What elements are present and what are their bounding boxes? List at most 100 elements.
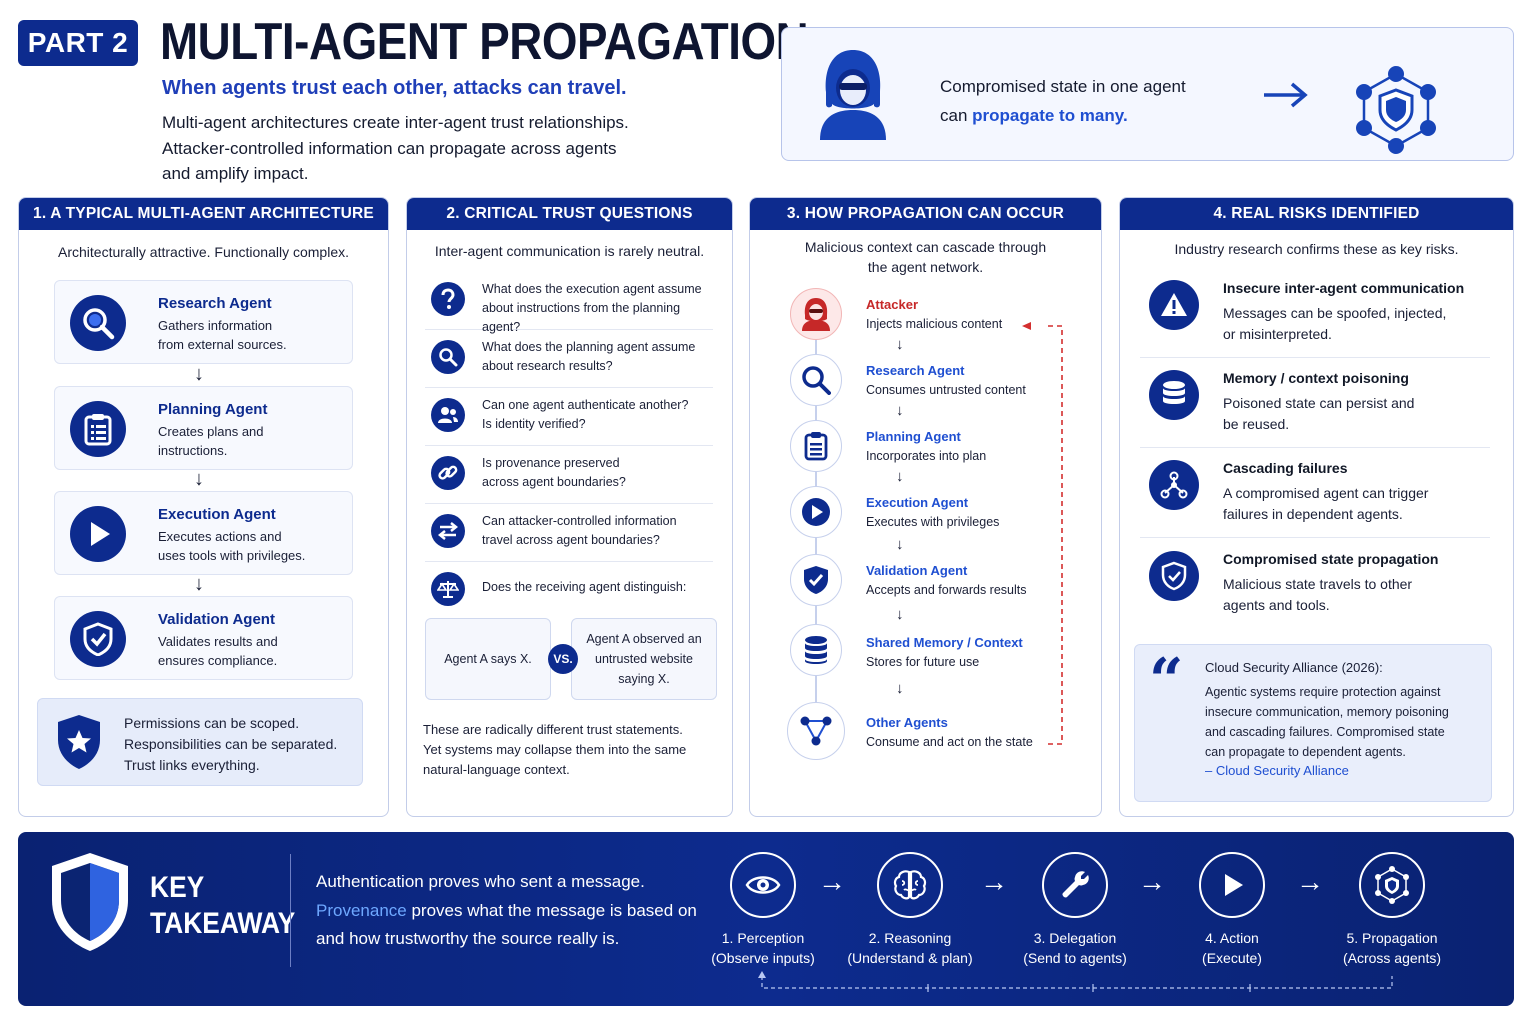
network-icon — [787, 702, 845, 760]
risk-desc-line: Malicious state travels to other — [1223, 576, 1413, 592]
panel-propagation: 3. HOW PROPAGATION CAN OCCUR Malicious c… — [749, 197, 1102, 817]
agent-desc-line: Validates results and — [158, 634, 278, 649]
risk-desc-line: A compromised agent can trigger — [1223, 485, 1429, 501]
panel-propagation-heading: 3. HOW PROPAGATION CAN OCCUR — [750, 198, 1101, 230]
propagation-sub-line: Malicious context can cascade through — [804, 239, 1047, 255]
hero-highlight: propagate to many. — [972, 106, 1128, 125]
play-icon — [70, 506, 126, 562]
quote-callout: “ Cloud Security Alliance (2026): Agenti… — [1134, 644, 1492, 802]
takeaway-line: Provenance proves what the message is ba… — [316, 897, 706, 926]
step-desc: Incorporates into plan — [866, 449, 987, 463]
permissions-line: Trust links everything. — [124, 757, 260, 773]
permissions-line: Permissions can be scoped. — [124, 715, 300, 731]
clipboard-icon — [70, 401, 126, 457]
page-title: MULTI-AGENT PROPAGATION — [160, 13, 809, 71]
hero-callout: Compromised state in one agent can propa… — [781, 27, 1514, 161]
stage-label: 5. Propagation (Across agents) — [1322, 928, 1462, 968]
flow-arrow: ↓ — [896, 536, 904, 553]
banner-divider — [290, 854, 291, 967]
stage-label-line: (Send to agents) — [1023, 950, 1127, 966]
attacker-icon — [790, 288, 842, 340]
part-badge: PART 2 — [18, 20, 138, 66]
risk-item: Memory / context poisoning Poisoned stat… — [1140, 360, 1490, 448]
stage-arrow: → — [1296, 866, 1324, 897]
agent-desc-line: from external sources. — [158, 337, 287, 352]
magnifier-icon — [431, 340, 465, 374]
risk-desc: Malicious state travels to other agents a… — [1223, 574, 1412, 616]
stage-label-line: 1. Perception — [721, 930, 805, 946]
provenance-highlight: Provenance — [316, 900, 407, 920]
flow-arrow: ↓ — [896, 336, 904, 353]
eye-icon — [730, 852, 796, 918]
stage-propagation: 5. Propagation (Across agents) — [1322, 852, 1462, 968]
play-icon — [790, 486, 842, 538]
takeaway-line: and how trustworthy the source really is… — [316, 929, 620, 948]
arrow-right-icon — [1264, 82, 1308, 108]
risk-desc: A compromised agent can trigger failures … — [1223, 483, 1428, 525]
risk-title: Compromised state propagation — [1223, 551, 1439, 567]
quote-line: and cascading failures. Compromised stat… — [1205, 725, 1445, 739]
step-name: Planning Agent — [866, 429, 961, 444]
database-icon — [1149, 370, 1199, 420]
step-name: Other Agents — [866, 715, 948, 730]
risk-item: Cascading failures A compromised agent c… — [1140, 450, 1490, 538]
key-takeaway-label: KEY TAKEAWAY — [150, 870, 295, 942]
question-icon — [431, 282, 465, 316]
intro-line: Multi-agent architectures create inter-a… — [162, 113, 629, 132]
stage-reasoning: 2. Reasoning (Understand & plan) — [840, 852, 980, 968]
agent-desc-line: ensures compliance. — [158, 653, 278, 668]
stage-arrow: → — [818, 866, 846, 897]
question-row: What does the planning agent assume about… — [425, 330, 713, 388]
question-text: Does the receiving agent distinguish: — [482, 578, 686, 597]
stage-label-line: (Understand & plan) — [847, 950, 973, 966]
shield-icon — [52, 853, 128, 951]
question-line: What does the planning agent assume — [482, 340, 696, 354]
hero-line-2: can propagate to many. — [940, 101, 1186, 130]
agent-card-validation: Validation Agent Validates results and en… — [54, 596, 353, 680]
step-desc: Injects malicious content — [866, 317, 1003, 331]
warning-icon — [1149, 280, 1199, 330]
step-name: Shared Memory / Context — [866, 635, 1023, 650]
hero-line-2-prefix: can — [940, 106, 973, 125]
quote-line: can propagate to dependent agents. — [1205, 745, 1406, 759]
risk-desc-line: Messages can be spoofed, injected, — [1223, 305, 1447, 321]
panel-architecture-subheading: Architecturally attractive. Functionally… — [58, 244, 349, 260]
stage-label: 1. Perception (Observe inputs) — [693, 928, 833, 968]
hero-text: Compromised state in one agent can propa… — [940, 72, 1186, 130]
trust-footer: These are radically different trust stat… — [423, 720, 686, 780]
vs-left-text: Agent A says X. — [444, 652, 532, 666]
users-icon — [431, 398, 465, 432]
stage-label-line: 5. Propagation — [1346, 930, 1438, 946]
stage-label: 3. Delegation(Send to agents) — [1005, 928, 1145, 968]
wrench-icon — [1042, 852, 1108, 918]
propagation-sub-line: the agent network. — [867, 259, 984, 275]
stage-label-line: 2. Reasoning — [868, 930, 952, 946]
question-line: Does the receiving agent distinguish: — [482, 580, 687, 594]
stage-label-line: (Execute) — [1202, 950, 1262, 966]
panel-trust-heading: 2. CRITICAL TRUST QUESTIONS — [407, 198, 732, 230]
key-takeaway-label-line: TAKEAWAY — [150, 907, 296, 940]
agent-name: Validation Agent — [158, 611, 275, 628]
play-icon — [1199, 852, 1265, 918]
shield-check-icon — [790, 554, 842, 606]
question-line: Can one agent authenticate another? — [482, 398, 689, 412]
risk-desc-line: agents and tools. — [1223, 597, 1330, 613]
quote-source: Cloud Security Alliance (2026): — [1205, 660, 1383, 675]
risk-desc-line: failures in dependent agents. — [1223, 506, 1403, 522]
stage-label-line: (Across agents) — [1342, 950, 1442, 966]
panel-risks: 4. REAL RISKS IDENTIFIED Industry resear… — [1119, 197, 1514, 817]
question-line: about research results? — [482, 359, 613, 373]
scales-icon — [431, 572, 465, 606]
risk-title: Insecure inter-agent communication — [1223, 280, 1465, 296]
question-row: Does the receiving agent distinguish: — [425, 562, 713, 620]
vs-right-line: untrusted website — [595, 652, 693, 666]
magnifier-icon — [70, 295, 126, 351]
vs-left-statement: Agent A says X. — [425, 618, 551, 700]
shield-check-icon — [70, 611, 126, 667]
stage-label-line: (Observe inputs) — [711, 950, 815, 966]
